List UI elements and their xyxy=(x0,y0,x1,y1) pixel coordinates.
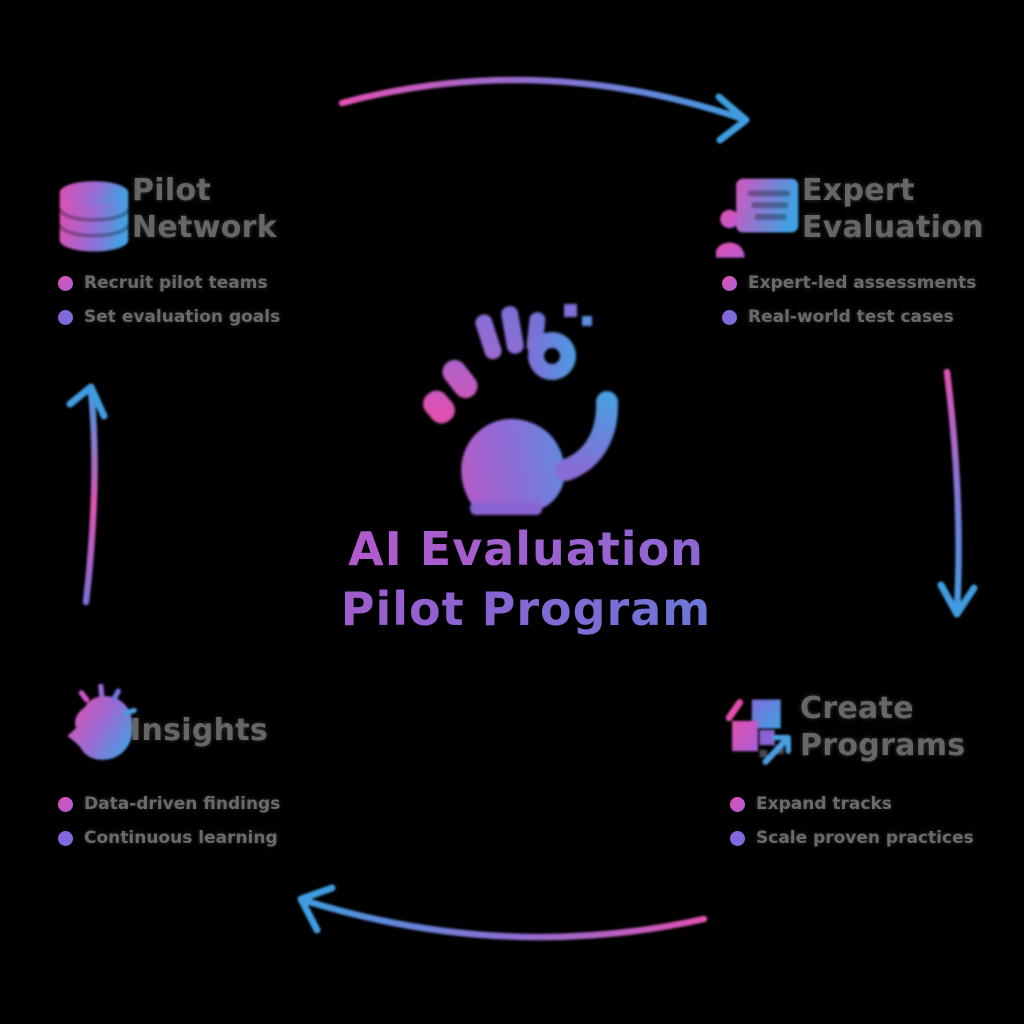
bullet-item: Set evaluation goals xyxy=(58,307,280,327)
logo-hand-finger xyxy=(555,391,619,481)
program-title-line2: Pilot Program xyxy=(14,582,1024,636)
node-title-line2: Programs xyxy=(800,728,966,763)
hands-exchange-logo xyxy=(423,304,619,515)
trainer-screen-icon xyxy=(714,178,799,258)
bullet-dot-icon xyxy=(730,796,745,812)
pixel-growth-icon xyxy=(725,699,791,765)
bullet-label: Expand tracks xyxy=(756,794,892,814)
node-title-create-programs: Create Programs xyxy=(800,690,965,764)
logo-pixel-1 xyxy=(564,304,577,317)
bullet-item: Scale proven practices xyxy=(730,828,974,848)
bullet-dot-icon xyxy=(722,275,737,291)
arrow-top-head xyxy=(715,93,750,144)
arrow-bottom xyxy=(299,896,708,941)
bullet-dot-icon xyxy=(722,309,737,325)
arrow-top xyxy=(338,76,747,123)
bullet-label: Set evaluation goals xyxy=(84,307,281,327)
node-title-line2: Evaluation xyxy=(802,210,984,245)
logo-cuff xyxy=(470,502,542,515)
logo-pixel-2 xyxy=(582,316,592,326)
arrow-right xyxy=(943,368,962,614)
bullet-item: Recruit pilot teams xyxy=(58,273,280,293)
bullets-insights: Data-driven findings Continuous learning xyxy=(58,794,280,848)
logo-hand-palm xyxy=(461,418,565,510)
node-pilot-network xyxy=(50,172,138,270)
arrow-right-head xyxy=(937,581,978,618)
bullet-item: Continuous learning xyxy=(58,828,280,848)
bullet-label: Real-world test cases xyxy=(748,307,954,327)
bullet-label: Expert-led assessments xyxy=(748,273,977,293)
node-expert-evaluation xyxy=(714,172,800,270)
node-title-insights: Insights xyxy=(130,712,268,749)
node-title-line1: Insights xyxy=(130,713,269,748)
logo-coin-hole xyxy=(544,348,560,364)
arrow-bottom-head xyxy=(297,884,336,934)
node-title-line1: Create xyxy=(800,691,914,726)
database-icon xyxy=(57,181,131,252)
bullet-dot-icon xyxy=(58,275,73,291)
arrow-left-head xyxy=(66,383,108,420)
bullets-expert-evaluation: Expert-led assessments Real-world test c… xyxy=(722,273,976,327)
bullet-label: Data-driven findings xyxy=(84,794,281,814)
bullet-dot-icon xyxy=(58,830,73,846)
bullet-label: Scale proven practices xyxy=(756,828,974,848)
bullet-item: Expert-led assessments xyxy=(722,273,976,293)
bullet-label: Recruit pilot teams xyxy=(84,273,268,293)
node-title-line1: Pilot xyxy=(132,173,212,208)
bullets-create-programs: Expand tracks Scale proven practices xyxy=(730,794,974,848)
bullet-dot-icon xyxy=(58,309,73,325)
node-title-line2: Network xyxy=(132,210,277,245)
bullets-pilot-network: Recruit pilot teams Set evaluation goals xyxy=(58,273,280,327)
bullet-item: Data-driven findings xyxy=(58,794,280,814)
node-insights xyxy=(54,683,144,776)
segmented-arm xyxy=(423,306,546,424)
bullet-item: Real-world test cases xyxy=(722,307,976,327)
idea-head-icon xyxy=(67,683,137,760)
bullet-item: Expand tracks xyxy=(730,794,974,814)
bullet-dot-icon xyxy=(730,830,745,846)
node-title-line1: Expert xyxy=(802,173,915,208)
node-title-expert-evaluation: Expert Evaluation xyxy=(802,172,984,246)
bullet-label: Continuous learning xyxy=(84,828,278,848)
arrow-left xyxy=(82,386,98,606)
node-create-programs xyxy=(725,694,802,776)
bullet-dot-icon xyxy=(58,796,73,812)
program-title-line1: AI Evaluation xyxy=(14,522,1024,576)
node-title-pilot-network: Pilot Network xyxy=(132,172,277,246)
